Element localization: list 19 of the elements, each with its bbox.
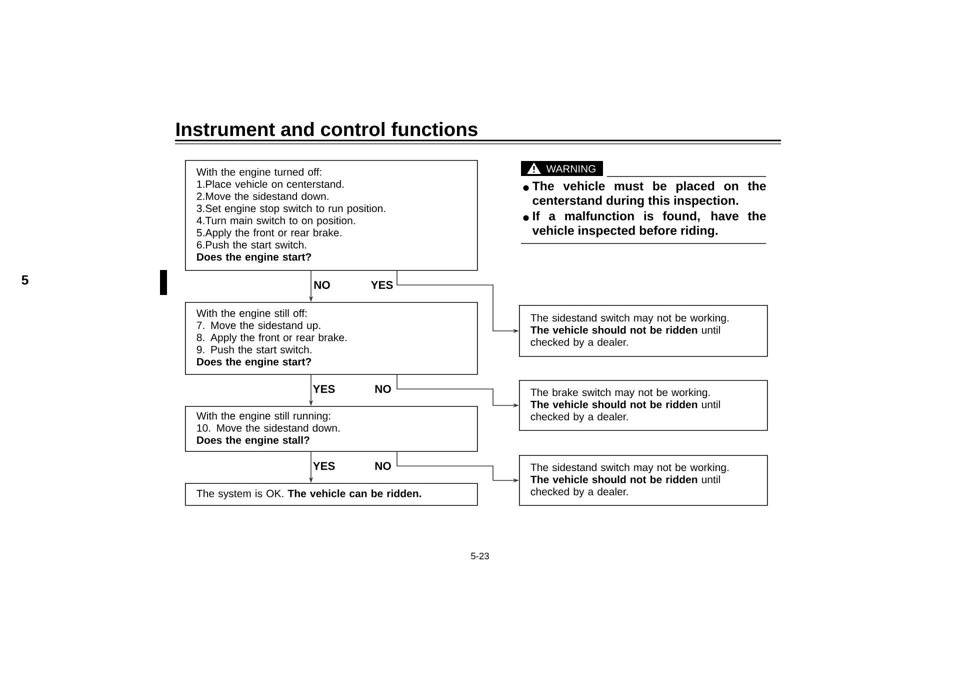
chapter-number: 5 (22, 275, 28, 285)
result-box: The sidestand switch may not be working. The vehicle should not be ridden until checked by a dealer. (519, 455, 768, 506)
edge-label: YES (312, 462, 335, 470)
result-box: The system is OK. The vehicle can be ridden. (185, 483, 478, 506)
warning-badge: WARNING (521, 161, 603, 176)
warning-text: The vehicle must be placed on the centerstand during this inspection. (532, 181, 766, 208)
step-box: With the engine still off: 7. Move the sidestand up. 8. Apply the front or rear brake. 9. Push the start switch. Does the engine start? (185, 302, 478, 375)
warning-text: If a malfunction is found, have the vehicle inspected before riding. (532, 211, 766, 238)
result-box: The sidestand switch may not be working. The vehicle should not be ridden until checked by a dealer. (519, 305, 768, 357)
result-box: The brake switch may not be working. The vehicle should not be ridden until checked by a dealer. (519, 380, 768, 431)
step-box: With the engine turned off: 1.Place vehicle on centerstand. 2.Move the sidestand down. 3.Set engine stop switch to run position. 4.Turn main switch to on position. 5.Apply the front or rear brake. 6.Push the start switch. Does the engine start? (185, 160, 478, 271)
edge-label: YES (312, 385, 335, 393)
edge-label: NO (375, 385, 391, 393)
edge-label: NO (314, 281, 330, 289)
step-box: With the engine still running: 10. Move the sidestand down. Does the engine stall? (185, 406, 478, 452)
page-title: Instrument and control functions (176, 122, 478, 136)
edge-label: NO (375, 462, 391, 470)
page-number: 5-23 (471, 552, 489, 560)
edge-label: YES (370, 281, 393, 289)
